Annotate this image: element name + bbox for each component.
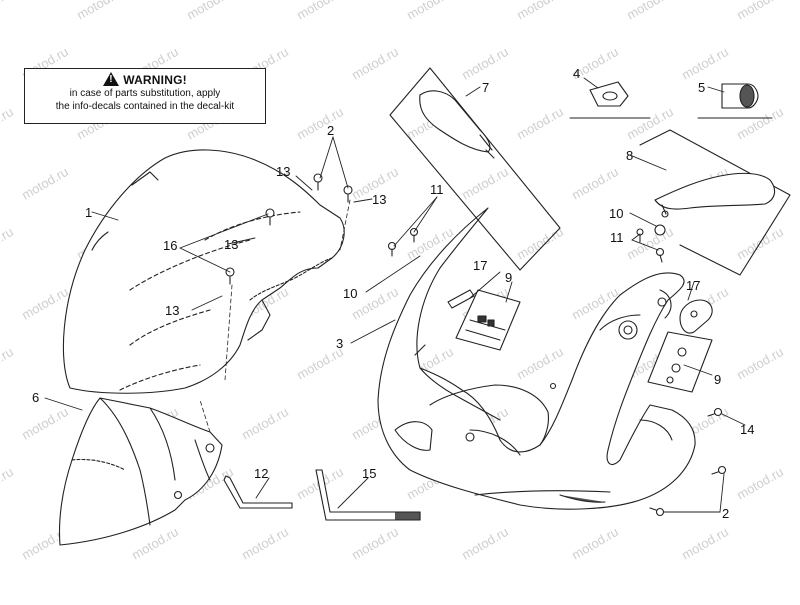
watermark-text: motod.ru bbox=[514, 104, 566, 143]
warning-triangle-icon bbox=[103, 72, 120, 86]
watermark-text: motod.ru bbox=[349, 44, 401, 83]
callout-3: 3 bbox=[336, 336, 343, 351]
callout-9-right: 9 bbox=[714, 372, 721, 387]
callout-12: 12 bbox=[254, 466, 268, 481]
watermark-text: motod.ru bbox=[294, 0, 346, 23]
watermark-text: motod.ru bbox=[624, 0, 676, 23]
warning-notice: WARNING! in case of parts substitution, … bbox=[24, 68, 266, 124]
warning-heading: WARNING! bbox=[25, 72, 265, 87]
callout-16: 16 bbox=[163, 238, 177, 253]
callout-4: 4 bbox=[573, 66, 580, 81]
callout-1: 1 bbox=[85, 205, 92, 220]
watermark-text: motod.ru bbox=[734, 464, 786, 503]
sticker-part-17-right bbox=[679, 299, 713, 334]
callout-10-right: 10 bbox=[609, 206, 623, 221]
callout-17-left: 17 bbox=[473, 258, 487, 273]
watermark-text: motod.ru bbox=[569, 524, 621, 563]
info-decal-part-9-left bbox=[455, 289, 521, 351]
allen-key-part-12 bbox=[223, 475, 293, 509]
watermark-text: motod.ru bbox=[294, 104, 346, 143]
screw-set bbox=[225, 173, 727, 517]
mirror-part-7-frame bbox=[389, 67, 561, 271]
nut-part-4 bbox=[569, 81, 651, 119]
watermark-text: motod.ru bbox=[349, 524, 401, 563]
watermark-text: motod.ru bbox=[239, 404, 291, 443]
warning-line-1: in case of parts substitution, apply bbox=[69, 88, 221, 99]
callout-labels: 1 2 2 3 4 5 6 7 8 9 9 10 10 11 11 12 13 … bbox=[32, 66, 754, 521]
info-decal-part-9-right bbox=[647, 331, 713, 393]
callout-13-a: 13 bbox=[276, 164, 290, 179]
watermark-text: motod.ru bbox=[459, 44, 511, 83]
watermark-text: motod.ru bbox=[184, 0, 236, 23]
callout-13-d: 13 bbox=[165, 303, 179, 318]
callout-5: 5 bbox=[698, 80, 705, 95]
watermark-text: motod.ru bbox=[19, 284, 71, 323]
callout-10-left: 10 bbox=[343, 286, 357, 301]
callout-8: 8 bbox=[626, 148, 633, 163]
callout-17-right: 17 bbox=[686, 278, 700, 293]
watermark-text: motod.ru bbox=[129, 524, 181, 563]
callout-7: 7 bbox=[482, 80, 489, 95]
watermark-text: motod.ru bbox=[19, 164, 71, 203]
warning-title: WARNING! bbox=[123, 73, 187, 87]
watermark-text: motod.ru bbox=[0, 0, 16, 23]
assembly-lines bbox=[199, 199, 351, 433]
watermark-text: motod.ru bbox=[734, 0, 786, 23]
watermark-text: motod.ru bbox=[459, 164, 511, 203]
watermark-text: motod.ru bbox=[569, 164, 621, 203]
callout-11-left: 11 bbox=[430, 182, 444, 197]
callout-13-c: 13 bbox=[224, 237, 238, 252]
callout-6: 6 bbox=[32, 390, 39, 405]
windscreen-part-1 bbox=[62, 149, 345, 394]
front-fairing-part-3 bbox=[377, 207, 696, 510]
mirror-part-8-frame bbox=[639, 129, 791, 276]
watermark-text: motod.ru bbox=[514, 0, 566, 23]
warning-line-2: the info-decals contained in the decal-k… bbox=[55, 101, 235, 112]
strip-part-15 bbox=[315, 469, 421, 521]
watermark-text: motod.ru bbox=[624, 224, 676, 263]
watermark-text: motod.ru bbox=[624, 104, 676, 143]
leader-lines bbox=[44, 77, 746, 513]
inner-panel-part-6 bbox=[58, 397, 223, 546]
watermark-text: motod.ru bbox=[0, 344, 16, 383]
callout-2-top: 2 bbox=[327, 123, 334, 138]
callout-9-left: 9 bbox=[505, 270, 512, 285]
callout-2-bottom: 2 bbox=[722, 506, 729, 521]
callout-13-b: 13 bbox=[372, 192, 386, 207]
callout-11-right: 11 bbox=[610, 230, 624, 245]
watermark-text: motod.ru bbox=[459, 524, 511, 563]
watermark-text: motod.ru bbox=[679, 44, 731, 83]
grommet-part-5 bbox=[697, 83, 773, 119]
sticker-part-17-left bbox=[447, 289, 475, 309]
watermark-text: motod.ru bbox=[0, 464, 16, 503]
watermark-text: motod.ru bbox=[734, 104, 786, 143]
watermark-text: motod.ru bbox=[514, 344, 566, 383]
callout-14: 14 bbox=[740, 422, 754, 437]
watermark-text: motod.ru bbox=[0, 104, 16, 143]
watermark-text: motod.ru bbox=[404, 0, 456, 23]
watermark-text: motod.ru bbox=[679, 524, 731, 563]
watermark-text: motod.ru bbox=[19, 404, 71, 443]
watermark-text: motod.ru bbox=[239, 524, 291, 563]
watermark-text: motod.ru bbox=[74, 0, 126, 23]
watermark-text: motod.ru bbox=[0, 224, 16, 263]
watermark-text: motod.ru bbox=[734, 344, 786, 383]
callout-15: 15 bbox=[362, 466, 376, 481]
